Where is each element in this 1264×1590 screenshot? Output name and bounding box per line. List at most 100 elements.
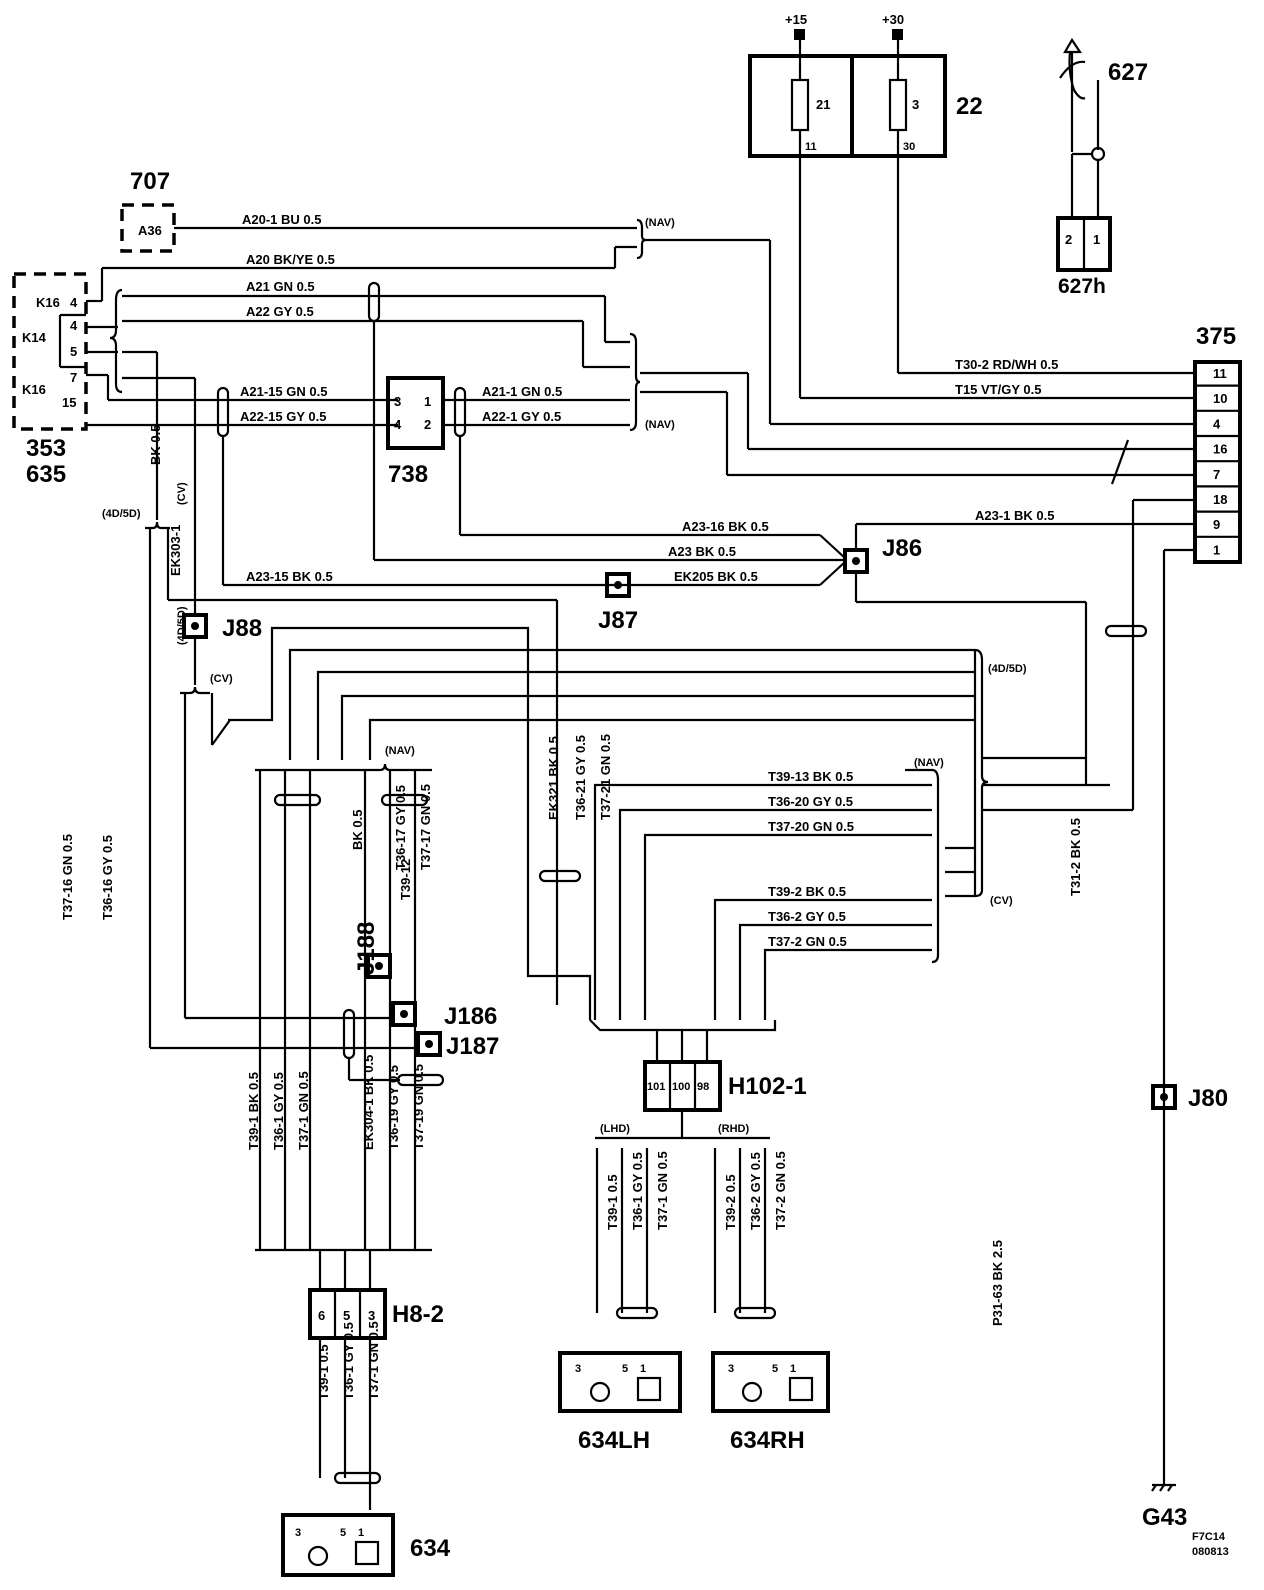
tag-4d5d-left: (4D/5D) xyxy=(102,508,141,520)
spk-rh-p1: 1 xyxy=(790,1363,796,1375)
connector-627h-label: 627h xyxy=(1058,275,1106,298)
wire-t36-21-label: T36-21 GY 0.5 xyxy=(573,735,588,820)
wire-t37-2-rh-label: T37-2 GN 0.5 xyxy=(773,1151,788,1230)
ground-g43-label: G43 xyxy=(1142,1504,1187,1531)
antenna-627-label: 627 xyxy=(1108,59,1148,86)
spk-634-p1: 1 xyxy=(358,1527,364,1539)
connector-h102-1: 101 100 98 H102-1 (LHD) (RHD) xyxy=(595,1030,807,1140)
fuse-box-22: +15 +30 21 3 11 30 22 T30-2 RD/WH 0.5 T1… xyxy=(748,12,1195,400)
junction-j186-label: J186 xyxy=(444,1003,497,1030)
tag-nav-right: (NAV) xyxy=(914,757,944,769)
c738-pin4: 4 xyxy=(394,417,402,432)
wire-t36-17-label: T36-17 GY 0.5 xyxy=(393,785,408,870)
connector-375-pin-11: 11 xyxy=(1213,366,1227,381)
junction-j87-label: J87 xyxy=(598,607,638,634)
junction-j188-label: J188 xyxy=(353,922,380,975)
spk-lh-p3: 3 xyxy=(575,1363,581,1375)
wire-t37-20-label: T37-20 GN 0.5 xyxy=(768,819,854,834)
wire-a22-1-label: A22-1 GY 0.5 xyxy=(482,409,561,424)
fuse-21-out-label: 11 xyxy=(805,141,817,153)
wire-a22-label: A22 GY 0.5 xyxy=(246,304,314,319)
wire-t37-1-634-label: T37-1 GN 0.5 xyxy=(366,1321,381,1400)
spk-rh-p3: 3 xyxy=(728,1363,734,1375)
tag-rhd: (RHD) xyxy=(718,1123,749,1135)
connector-627h-pin1: 1 xyxy=(1093,232,1100,247)
spk-634-p3: 3 xyxy=(295,1527,301,1539)
k16a-label: K16 xyxy=(36,295,60,310)
wire-ek303-1-label: EK303-1 xyxy=(168,525,183,576)
wire-t37-17-label: T37-17 GN 0.5 xyxy=(418,784,433,870)
k16a-pin: 4 xyxy=(70,295,78,310)
c738-pin2: 2 xyxy=(424,417,431,432)
wire-t39-1-lh-label: T39-1 0.5 xyxy=(605,1174,620,1230)
wire-a21-label: A21 GN 0.5 xyxy=(246,279,315,294)
connector-375-label: 375 xyxy=(1196,323,1236,350)
tag-lhd: (LHD) xyxy=(600,1123,630,1135)
connector-627h-pin2: 2 xyxy=(1065,232,1072,247)
nav-bus-left: (NAV) BK 0.5 T39-12 T36-17 GY 0.5 T37-17… xyxy=(150,745,499,1252)
k14-pin4: 4 xyxy=(70,318,78,333)
wire-t37-2-label: T37-2 GN 0.5 xyxy=(768,934,847,949)
wire-bk05-j188: BK 0.5 xyxy=(350,810,365,850)
junction-j187-label: J187 xyxy=(446,1033,499,1060)
c738-pin3: 3 xyxy=(394,394,401,409)
wire-a23-label: A23 BK 0.5 xyxy=(668,544,736,559)
wire-t39-1-634-label: T39-1 0.5 xyxy=(316,1344,331,1400)
wire-t37-21-label: T37-21 GN 0.5 xyxy=(598,734,613,820)
nav-group-right: (NAV) T39-13 BK 0.5 T36-20 GY 0.5 T37-20… xyxy=(593,757,975,1020)
wire-t36-20-label: T36-20 GY 0.5 xyxy=(768,794,853,809)
wire-a21-1-label: A21-1 GN 0.5 xyxy=(482,384,562,399)
speaker-634rh: T39-2 0.5 T36-2 GY 0.5 T37-2 GN 0.5 3 5 … xyxy=(711,1148,830,1454)
wire-t31-2-label: T31-2 BK 0.5 xyxy=(1068,818,1083,896)
component-353-label: 353 xyxy=(26,435,66,462)
connector-375-pin-9: 9 xyxy=(1213,517,1220,532)
speaker-634lh: T39-1 0.5 T36-1 GY 0.5 T37-1 GN 0.5 3 5 … xyxy=(558,1148,682,1454)
h102-pin-101: 101 xyxy=(647,1081,665,1093)
wire-a20-1-label: A20-1 BU 0.5 xyxy=(242,212,321,227)
wire-ek205-label: EK205 BK 0.5 xyxy=(674,569,758,584)
wire-ek304-1-label: EK304-1 BK 0.5 xyxy=(361,1055,376,1150)
wire-ek321-label: EK321 BK 0.5 xyxy=(546,736,561,820)
junction-j86: J86 A23-1 BK 0.5 xyxy=(843,508,1195,785)
supply-15-label: +15 xyxy=(785,12,807,27)
connector-375-pin-1: 1 xyxy=(1213,542,1220,557)
supply-30-label: +30 xyxy=(882,12,904,27)
connector-375-pin-10: 10 xyxy=(1213,391,1227,406)
junction-j88-label: J88 xyxy=(222,615,262,642)
wire-t36-16-label: T36-16 GY 0.5 xyxy=(100,835,115,920)
doc-code-1: F7C14 xyxy=(1192,1531,1226,1543)
spk-rh-p5: 5 xyxy=(772,1363,778,1375)
ek321-group: EK321 BK 0.5 T36-21 GY 0.5 T37-21 GN 0.5 xyxy=(538,734,777,1032)
spk-634-p5: 5 xyxy=(340,1527,346,1539)
k16b-pin15: 15 xyxy=(62,395,76,410)
speaker-634-label: 634 xyxy=(410,1535,451,1562)
wire-t36-1-lh-label: T36-1 GY 0.5 xyxy=(630,1152,645,1230)
junction-j86-label: J86 xyxy=(882,535,922,562)
tag-cv-left2: (CV) xyxy=(210,673,233,685)
fuse-3-label: 3 xyxy=(912,97,919,112)
tag-nav-left: (NAV) xyxy=(385,745,415,757)
h102-pin-100: 100 xyxy=(672,1081,690,1093)
k14-pin5: 5 xyxy=(70,344,77,359)
tag-4d5d-right: (4D/5D) xyxy=(988,663,1027,675)
component-707-label: 707 xyxy=(130,168,170,195)
connector-375-pin-18: 18 xyxy=(1213,492,1227,507)
junction-j80-label: J80 xyxy=(1188,1085,1228,1112)
wire-bk05-label: BK 0.5 xyxy=(148,425,163,465)
spk-lh-p5: 5 xyxy=(622,1363,628,1375)
speaker-634lh-label: 634LH xyxy=(578,1427,650,1454)
connector-h102-1-label: H102-1 xyxy=(728,1073,807,1100)
wire-a20-label: A20 BK/YE 0.5 xyxy=(246,252,335,267)
wire-t36-19-label: T36-19 GY 0.5 xyxy=(386,1065,401,1150)
wire-t36-1-634-label: T36-1 GY 0.5 xyxy=(341,1322,356,1400)
component-635-label: 635 xyxy=(26,461,66,488)
wire-t30-2-label: T30-2 RD/WH 0.5 xyxy=(955,357,1058,372)
connector-375-pin-4: 4 xyxy=(1213,416,1221,431)
wire-a22-15-label: A22-15 GY 0.5 xyxy=(240,409,326,424)
h102-pin-98: 98 xyxy=(697,1081,709,1093)
fuse-3-out-label: 30 xyxy=(903,141,915,153)
wire-t36-2-label: T36-2 GY 0.5 xyxy=(768,909,846,924)
h8-pin-3: 3 xyxy=(368,1308,375,1323)
k14-label: K14 xyxy=(22,330,47,345)
